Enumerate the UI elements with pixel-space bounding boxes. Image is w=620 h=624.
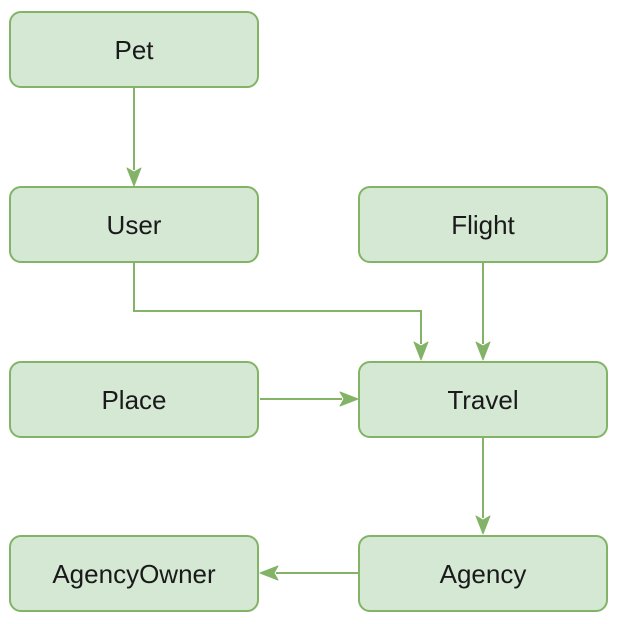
- node-pet[interactable]: Pet: [9, 11, 259, 88]
- node-label-agency: Agency: [440, 559, 527, 589]
- node-agency-owner[interactable]: AgencyOwner: [9, 535, 259, 612]
- node-place[interactable]: Place: [9, 361, 259, 438]
- edge-pet-to-user: [126, 88, 142, 187]
- node-travel[interactable]: Travel: [358, 361, 608, 438]
- node-label-travel: Travel: [447, 385, 518, 415]
- node-label-pet: Pet: [114, 35, 154, 65]
- node-label-user: User: [107, 210, 162, 240]
- node-user[interactable]: User: [9, 186, 259, 263]
- edge-travel-to-agency: [475, 437, 491, 535]
- node-label-flight: Flight: [451, 210, 515, 240]
- node-agency[interactable]: Agency: [358, 535, 608, 612]
- edge-place-to-travel: [260, 391, 359, 407]
- node-label-agency-owner: AgencyOwner: [52, 559, 216, 589]
- edge-agency-to-agency-owner: [259, 565, 358, 581]
- nodes: Pet User Flight Place Travel AgencyOwner…: [9, 11, 608, 612]
- edges: [126, 88, 491, 581]
- edge-user-to-travel: [133, 262, 429, 361]
- edge-flight-to-travel: [475, 262, 491, 361]
- node-flight[interactable]: Flight: [358, 186, 608, 263]
- node-label-place: Place: [101, 385, 166, 415]
